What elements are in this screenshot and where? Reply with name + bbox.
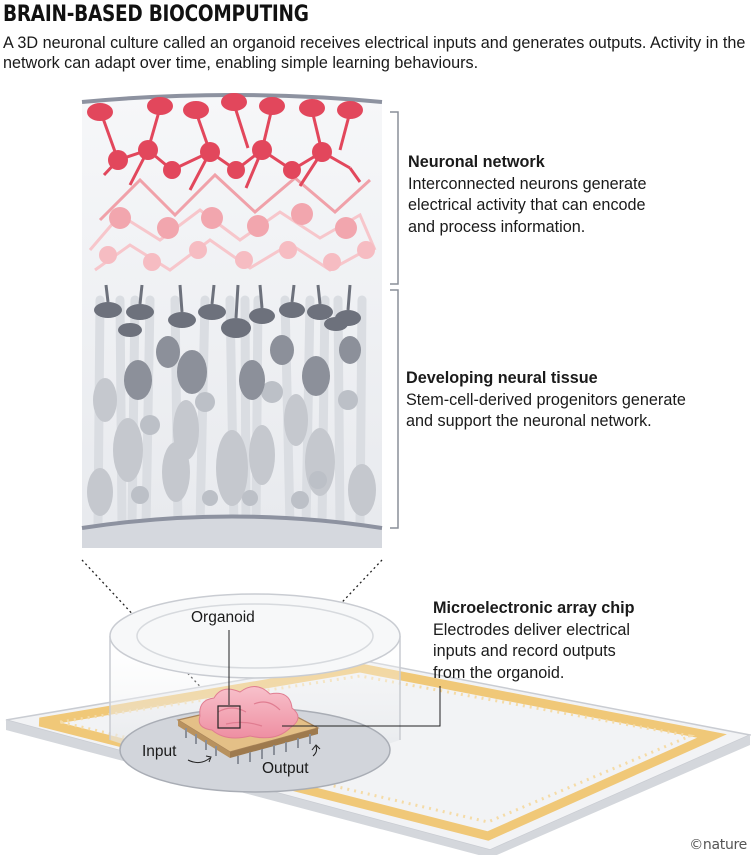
label-output: Output bbox=[262, 760, 309, 777]
annotation-text: Electrodes deliver electrical inputs and… bbox=[433, 620, 631, 682]
annotation-neural-tissue: Developing neural tissue Stem-cell-deriv… bbox=[406, 368, 751, 433]
neuron-layer bbox=[87, 93, 377, 272]
annotation-text: Stem-cell-derived progenitors generate a… bbox=[406, 390, 686, 431]
input-arrow bbox=[187, 757, 211, 764]
figure-subtitle: A 3D neuronal culture called an organoid… bbox=[3, 34, 746, 72]
nature-credit: ©nature bbox=[689, 837, 747, 853]
annotation-heading: Developing neural tissue bbox=[406, 369, 598, 387]
bracket-tissue bbox=[390, 289, 399, 529]
progenitor-layer bbox=[87, 284, 376, 530]
chip-leader bbox=[282, 686, 441, 727]
annotation-text: Interconnected neurons generate electric… bbox=[408, 174, 647, 236]
zoom-box bbox=[217, 705, 241, 729]
organoid bbox=[198, 686, 299, 739]
label-input: Input bbox=[142, 743, 177, 760]
annotation-heading: Microelectronic array chip bbox=[433, 599, 635, 617]
bracket-network bbox=[390, 111, 399, 285]
label-organoid: Organoid bbox=[191, 609, 255, 626]
figure-title: BRAIN-BASED BIOCOMPUTING bbox=[3, 2, 309, 27]
tissue-base bbox=[82, 516, 382, 548]
annotation-neuronal-network: Neuronal network Interconnected neurons … bbox=[408, 152, 748, 238]
annotation-array-chip: Microelectronic array chip Electrodes de… bbox=[433, 598, 733, 684]
annotation-heading: Neuronal network bbox=[408, 153, 545, 171]
output-arrow bbox=[312, 745, 318, 757]
